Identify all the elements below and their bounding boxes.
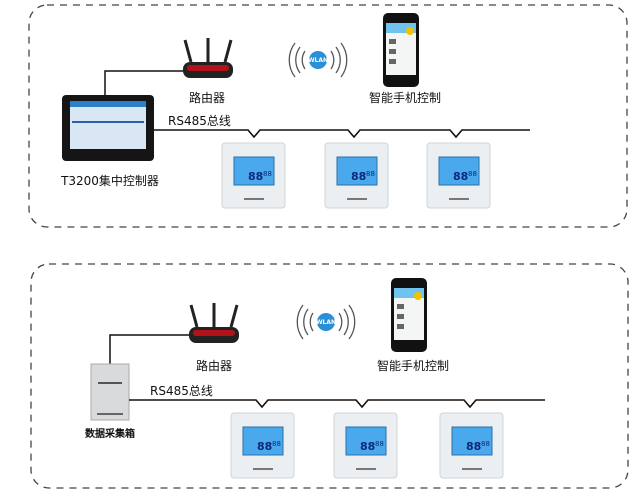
bottom-dashed-border [30,263,629,489]
thermostat-icon [426,142,491,209]
bus-label: RS485总线 [168,114,231,128]
controller-label: T3200集中控制器 [60,173,159,188]
router-label: 路由器 [196,358,232,373]
collector-label: 数据采集箱 [85,427,135,440]
router-icon [181,36,235,80]
bus-label: RS485总线 [150,384,213,398]
router-label: 路由器 [189,90,225,105]
top-dashed-border [28,4,628,228]
rs485-bus-line [129,399,545,409]
thermostat-icon [333,412,398,479]
bottom-system-group: 路由器 WLAN 智能手机控制 数据采集箱 RS485总线 [30,263,629,489]
router-icon [187,301,241,345]
smartphone-icon [391,278,427,352]
router-link-line [104,70,183,95]
phone-label: 智能手机控制 [377,358,449,373]
smartphone-icon [383,13,419,87]
data-collector-box-icon [90,363,130,421]
top-system-group: 路由器 WLAN 智能手机控制 T3200集中控制器 RS485总线 [28,4,628,228]
thermostat-icon [230,412,295,479]
thermostat-icon [324,142,389,209]
thermostat-icon [221,142,286,209]
wifi-badge-label: WLAN [308,57,328,64]
thermostat-icon [439,412,504,479]
controller-icon [62,95,154,161]
phone-label: 智能手机控制 [369,90,441,105]
rs485-bus-line [154,129,530,139]
wifi-badge-label: WLAN [316,319,336,326]
router-link-line [109,334,189,364]
